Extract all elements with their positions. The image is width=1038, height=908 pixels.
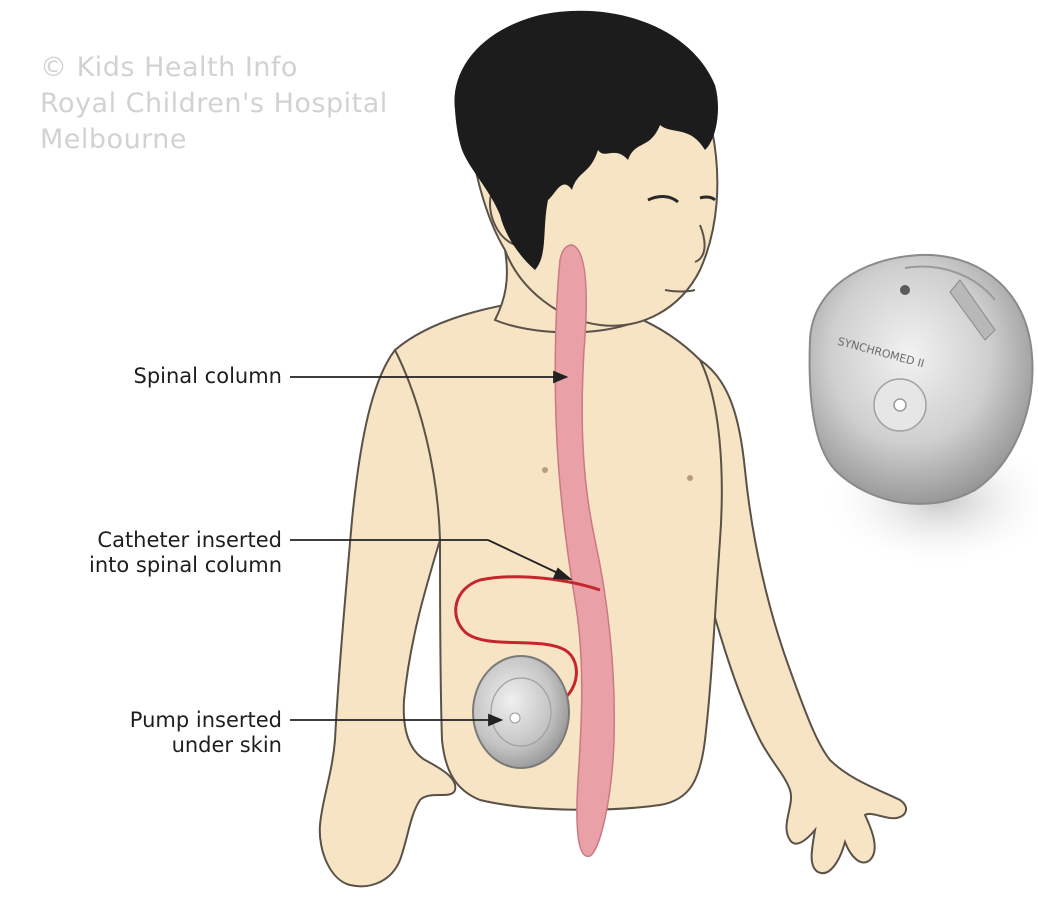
watermark-line: © Kids Health Info — [40, 50, 388, 86]
chest-detail — [687, 475, 693, 481]
label-text: into spinal column — [89, 553, 282, 578]
chest-detail — [542, 467, 548, 473]
watermark-line: Melbourne — [40, 122, 388, 158]
label-text: Pump inserted — [130, 708, 282, 733]
implanted-pump — [473, 656, 569, 768]
watermark: © Kids Health Info Royal Children's Hosp… — [40, 50, 388, 158]
label-spinal-column: Spinal column — [134, 364, 283, 389]
label-catheter: Catheter inserted into spinal column — [89, 528, 282, 578]
pump-device: SYNCHROMED II — [810, 255, 1038, 570]
label-text: Catheter inserted — [89, 528, 282, 553]
label-text: under skin — [130, 733, 282, 758]
label-text: Spinal column — [134, 364, 283, 389]
watermark-line: Royal Children's Hospital — [40, 86, 388, 122]
label-pump: Pump inserted under skin — [130, 708, 282, 758]
